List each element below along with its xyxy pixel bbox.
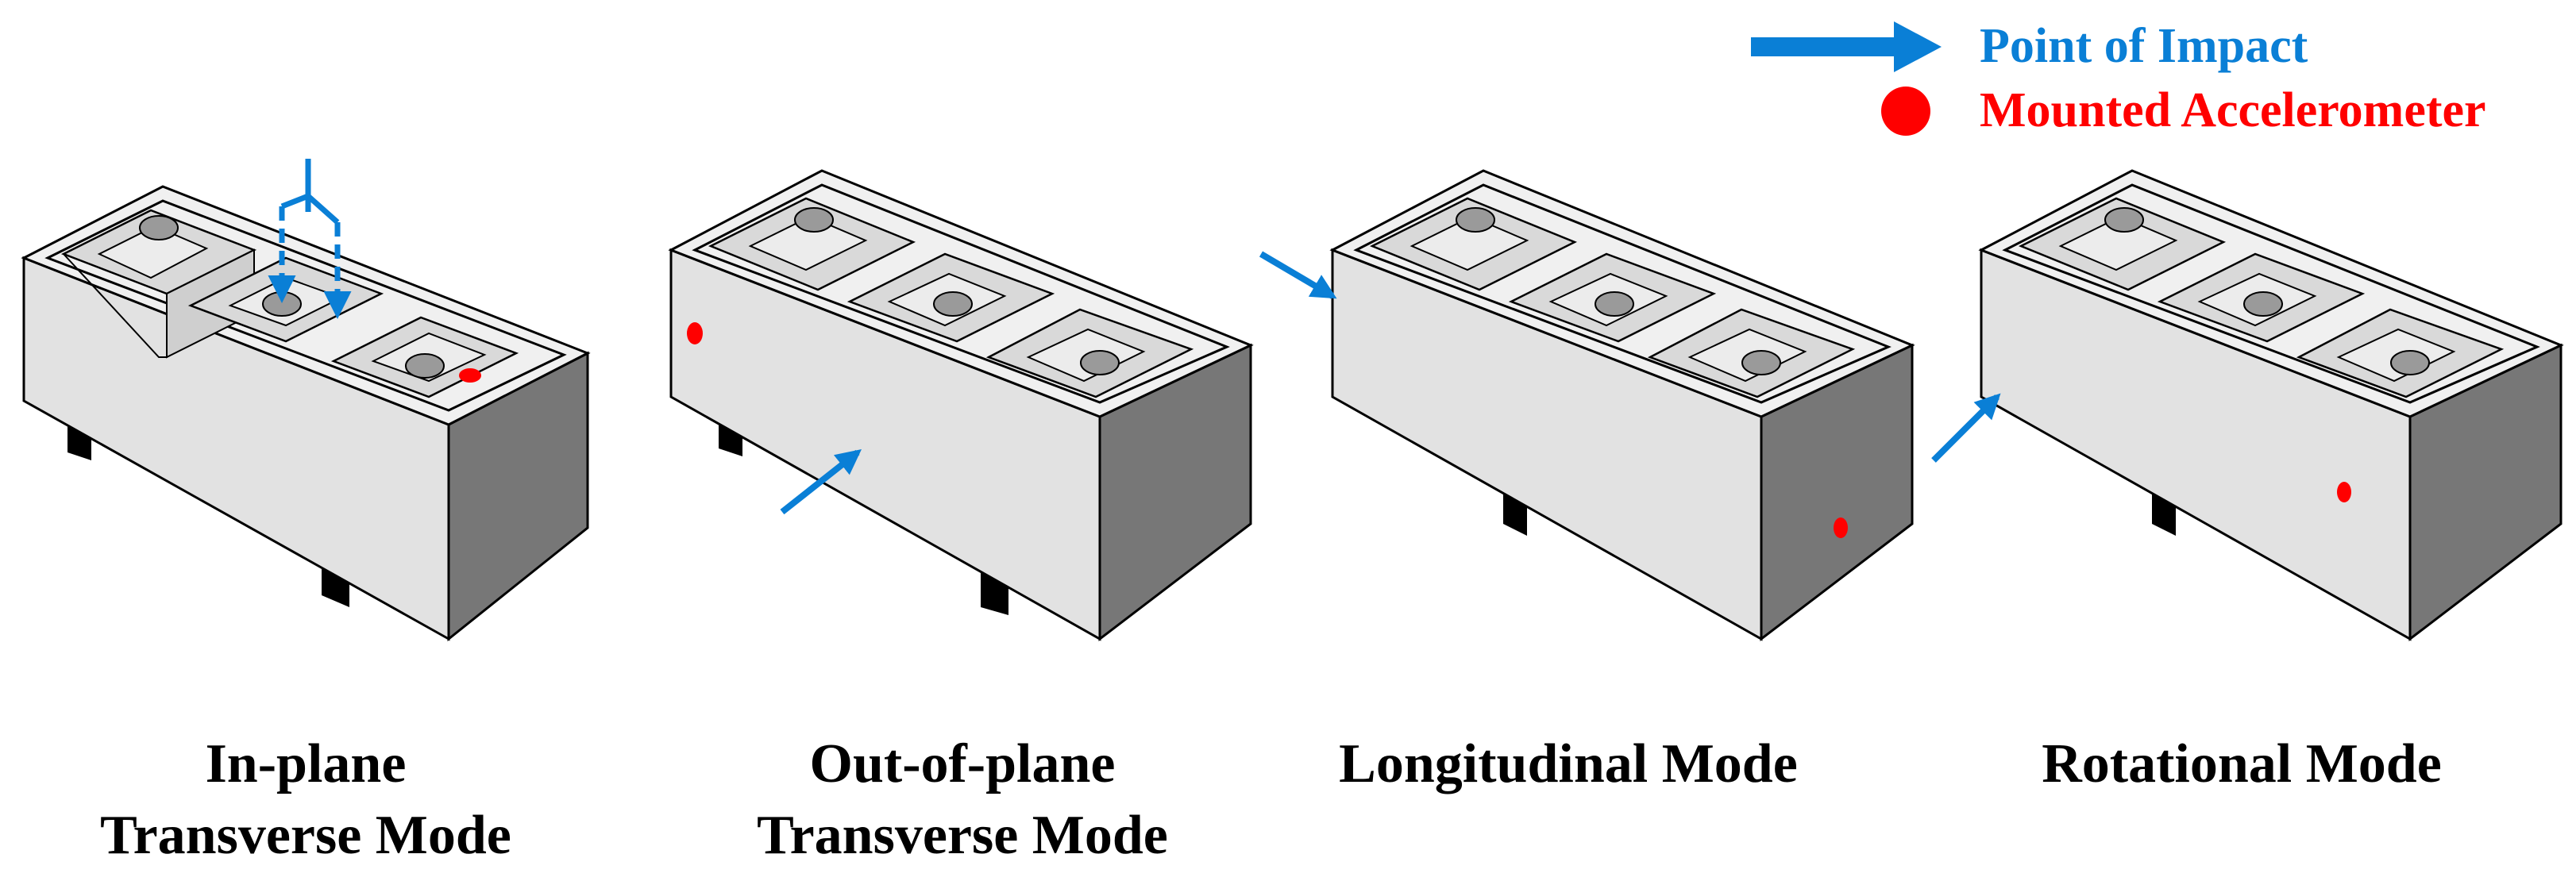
panel-longitudinal bbox=[1259, 169, 1915, 642]
captions: In-plane Transverse Mode Out-of-plane Tr… bbox=[100, 733, 2442, 866]
top-pad bbox=[1369, 197, 1578, 291]
impact-arrow bbox=[780, 449, 862, 515]
top-pad bbox=[330, 316, 519, 398]
beam bbox=[1329, 169, 1915, 642]
accelerometer-marker bbox=[687, 322, 703, 344]
top-pad bbox=[985, 308, 1194, 398]
top-pad bbox=[2296, 308, 2505, 398]
arrow-right-icon bbox=[1751, 21, 1942, 72]
accelerometer-marker bbox=[459, 368, 481, 383]
top-pad bbox=[846, 252, 1055, 343]
accelerometer-marker bbox=[1834, 517, 1848, 538]
caption-rotational: Rotational Mode bbox=[2042, 733, 2442, 794]
panel-in-plane bbox=[21, 159, 591, 642]
caption-in-plane-line2: Transverse Mode bbox=[100, 805, 511, 866]
caption-longitudinal: Longitudinal Mode bbox=[1339, 733, 1798, 794]
caption-out-of-plane-line1: Out-of-plane bbox=[810, 733, 1116, 794]
top-pad bbox=[2157, 252, 2366, 343]
impact-arrow bbox=[268, 159, 352, 319]
beam bbox=[668, 169, 1254, 642]
top-pad bbox=[2018, 197, 2227, 291]
legend-accelerometer-label: Mounted Accelerometer bbox=[1980, 83, 2486, 137]
top-pad bbox=[1508, 252, 1717, 343]
impact-arrow bbox=[1259, 251, 1337, 299]
panel-out-of-plane bbox=[668, 169, 1254, 642]
top-pad bbox=[708, 197, 916, 291]
caption-in-plane-line1: In-plane bbox=[206, 733, 407, 794]
top-pad bbox=[1647, 308, 1856, 398]
beam bbox=[1978, 169, 2564, 642]
legend-impact-label: Point of Impact bbox=[1980, 19, 2308, 73]
panel-rotational bbox=[1931, 169, 2564, 642]
accelerometer-marker bbox=[2337, 482, 2351, 502]
filled-circle-icon bbox=[1881, 87, 1930, 136]
beam bbox=[21, 185, 591, 642]
caption-out-of-plane-line2: Transverse Mode bbox=[757, 805, 1168, 866]
legend: Point of Impact Mounted Accelerometer bbox=[1751, 19, 2486, 137]
impact-arrow bbox=[1931, 393, 2001, 463]
